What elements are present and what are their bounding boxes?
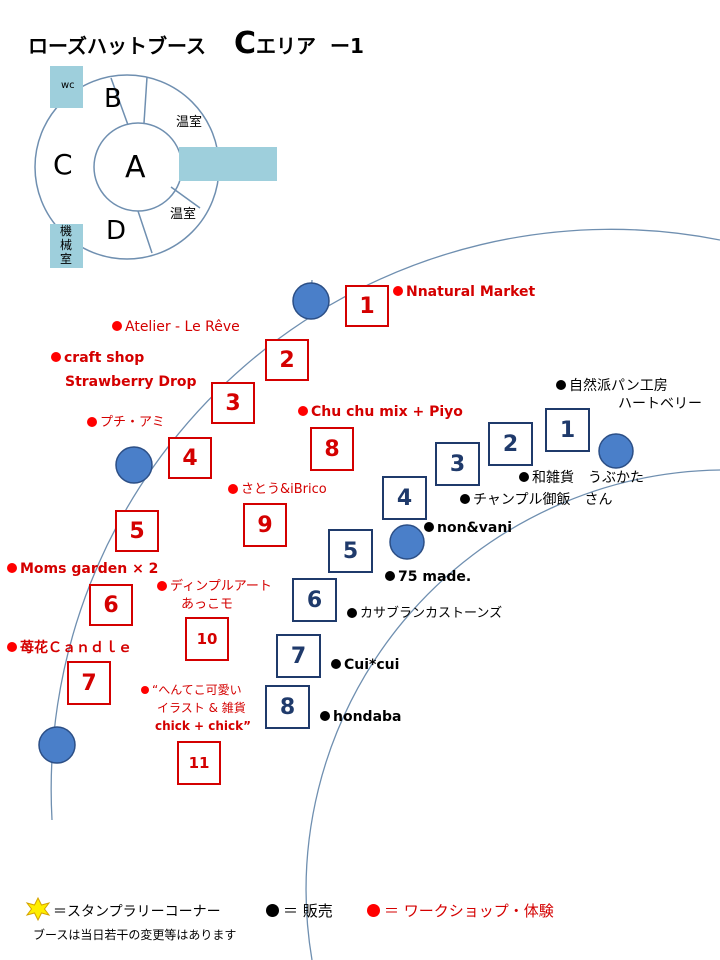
workshop-dot-icon	[141, 685, 149, 694]
sales-label-3: チャンプル御飯 さん	[460, 492, 612, 508]
workshop-dot-icon	[393, 286, 403, 296]
sales-dot-icon	[385, 571, 395, 581]
workshop-label-9: さとう&iBrico	[228, 482, 327, 498]
sales-booth-1: 1	[545, 408, 590, 452]
workshop-booth-6: 6	[89, 584, 133, 626]
sales-dot-icon	[460, 494, 470, 504]
pillars	[38, 282, 634, 764]
sales-label-5: 75 made.	[385, 569, 471, 585]
overview-divider	[137, 210, 153, 254]
title-area-letter: C	[234, 26, 257, 61]
zone-b-label: B	[104, 84, 122, 114]
workshop-label-1: Nnatural Market	[393, 284, 535, 300]
zone-a-label: A	[125, 150, 146, 185]
sales-label-6: カサブランカストーンズ	[347, 606, 502, 622]
sales-label-7: Cui*cui	[331, 657, 399, 673]
workshop-label-11-line2: イラスト & 雑貨	[157, 701, 246, 715]
overview-divider	[143, 76, 148, 124]
workshop-dot-icon	[7, 563, 17, 573]
pillar	[38, 726, 76, 764]
sales-label-8: hondaba	[320, 709, 402, 725]
pillar	[115, 446, 153, 484]
legend-workshop: ＝ ワークショップ・体験	[367, 900, 554, 921]
workshop-booth-9: 9	[243, 503, 287, 547]
legend-note: ブースは当日若干の変更等はあります	[33, 928, 237, 942]
overview-map	[34, 66, 277, 268]
workshop-label-6: Moms garden × 2	[7, 561, 158, 577]
workshop-booth-1: 1	[345, 285, 389, 327]
page-title: ローズハットブース Cエリアー1	[28, 26, 364, 61]
workshop-dot-icon	[157, 580, 167, 591]
workshop-dot-icon	[367, 904, 380, 917]
greenhouse-bottom-label: 温室	[170, 207, 197, 222]
machine-room-label: 機械室	[60, 224, 73, 266]
pillar	[598, 433, 634, 469]
workshop-label-3-line2: Strawberry Drop	[65, 374, 197, 390]
workshop-label-2: Atelier - Le Rêve	[112, 319, 240, 335]
sales-dot-icon	[320, 711, 330, 721]
workshop-booth-8: 8	[310, 427, 354, 471]
workshop-booth-4: 4	[168, 437, 212, 479]
workshop-booth-3: 3	[211, 382, 255, 424]
workshop-label-11: “へんてこ可愛い	[141, 683, 242, 698]
legend-stamp: ＝スタンプラリーコーナー	[53, 904, 221, 920]
sales-booth-7: 7	[276, 634, 321, 678]
zone-d-label: D	[106, 216, 127, 246]
stamp-star-icon	[25, 896, 51, 922]
workshop-booth-11: 11	[177, 741, 221, 785]
workshop-label-11-line3: chick + chick”	[155, 719, 252, 733]
sales-dot-icon	[347, 607, 357, 618]
workshop-booth-5: 5	[115, 510, 159, 552]
sales-booth-6: 6	[292, 578, 337, 622]
greenhouse-top-label: 温室	[176, 115, 203, 130]
machine-room-block	[50, 224, 83, 268]
workshop-label-3: craft shop	[51, 350, 144, 366]
sales-label-4: non&vani	[424, 520, 512, 536]
overview-divider	[170, 186, 201, 209]
sales-dot-icon	[266, 904, 279, 917]
zone-c-label: C	[53, 148, 73, 181]
sales-dot-icon	[519, 472, 529, 482]
workshop-booth-10: 10	[185, 617, 229, 661]
title-area-suffix: エリア	[256, 34, 317, 58]
title-area-number: ー1	[330, 34, 364, 58]
outer-arc	[50, 228, 720, 821]
sales-label-2: 和雑貨 うぶかた	[519, 470, 644, 486]
sales-booth-4: 4	[382, 476, 427, 520]
workshop-dot-icon	[228, 483, 238, 494]
sales-booth-5: 5	[328, 529, 373, 573]
sales-booth-2: 2	[488, 422, 533, 466]
workshop-dot-icon	[298, 406, 308, 416]
sales-dot-icon	[556, 380, 566, 390]
workshop-label-8: Chu chu mix + Piyo	[298, 404, 463, 420]
wc-block	[50, 66, 83, 108]
sales-booth-8: 8	[265, 685, 310, 729]
wc-label: wc	[61, 80, 75, 91]
overview-divider	[110, 77, 129, 126]
sales-dot-icon	[424, 522, 434, 532]
inner-arc	[305, 469, 720, 960]
title-main: ローズハットブース	[28, 34, 206, 58]
sales-label-1: 自然派パン工房	[556, 378, 668, 394]
workshop-dot-icon	[7, 642, 17, 652]
sales-label-1-line2: ハートベリー	[618, 396, 702, 412]
workshop-label-7: 苺花Ｃａｎｄｌｅ	[7, 640, 132, 656]
pillar	[292, 282, 330, 320]
workshop-booth-2: 2	[265, 339, 309, 381]
pillar	[389, 524, 425, 560]
sales-booth-3: 3	[435, 442, 480, 486]
entrance-corridor	[179, 147, 277, 181]
workshop-label-10-line2: あっこモ	[181, 597, 234, 612]
workshop-booth-7: 7	[67, 661, 111, 705]
workshop-label-10: ディンプルアート	[157, 579, 272, 595]
workshop-label-4: プチ・アミ	[87, 415, 165, 431]
workshop-dot-icon	[87, 416, 97, 427]
workshop-dot-icon	[112, 321, 122, 331]
sales-dot-icon	[331, 659, 341, 669]
legend-sales: ＝ 販売	[266, 900, 333, 921]
workshop-dot-icon	[51, 352, 61, 362]
